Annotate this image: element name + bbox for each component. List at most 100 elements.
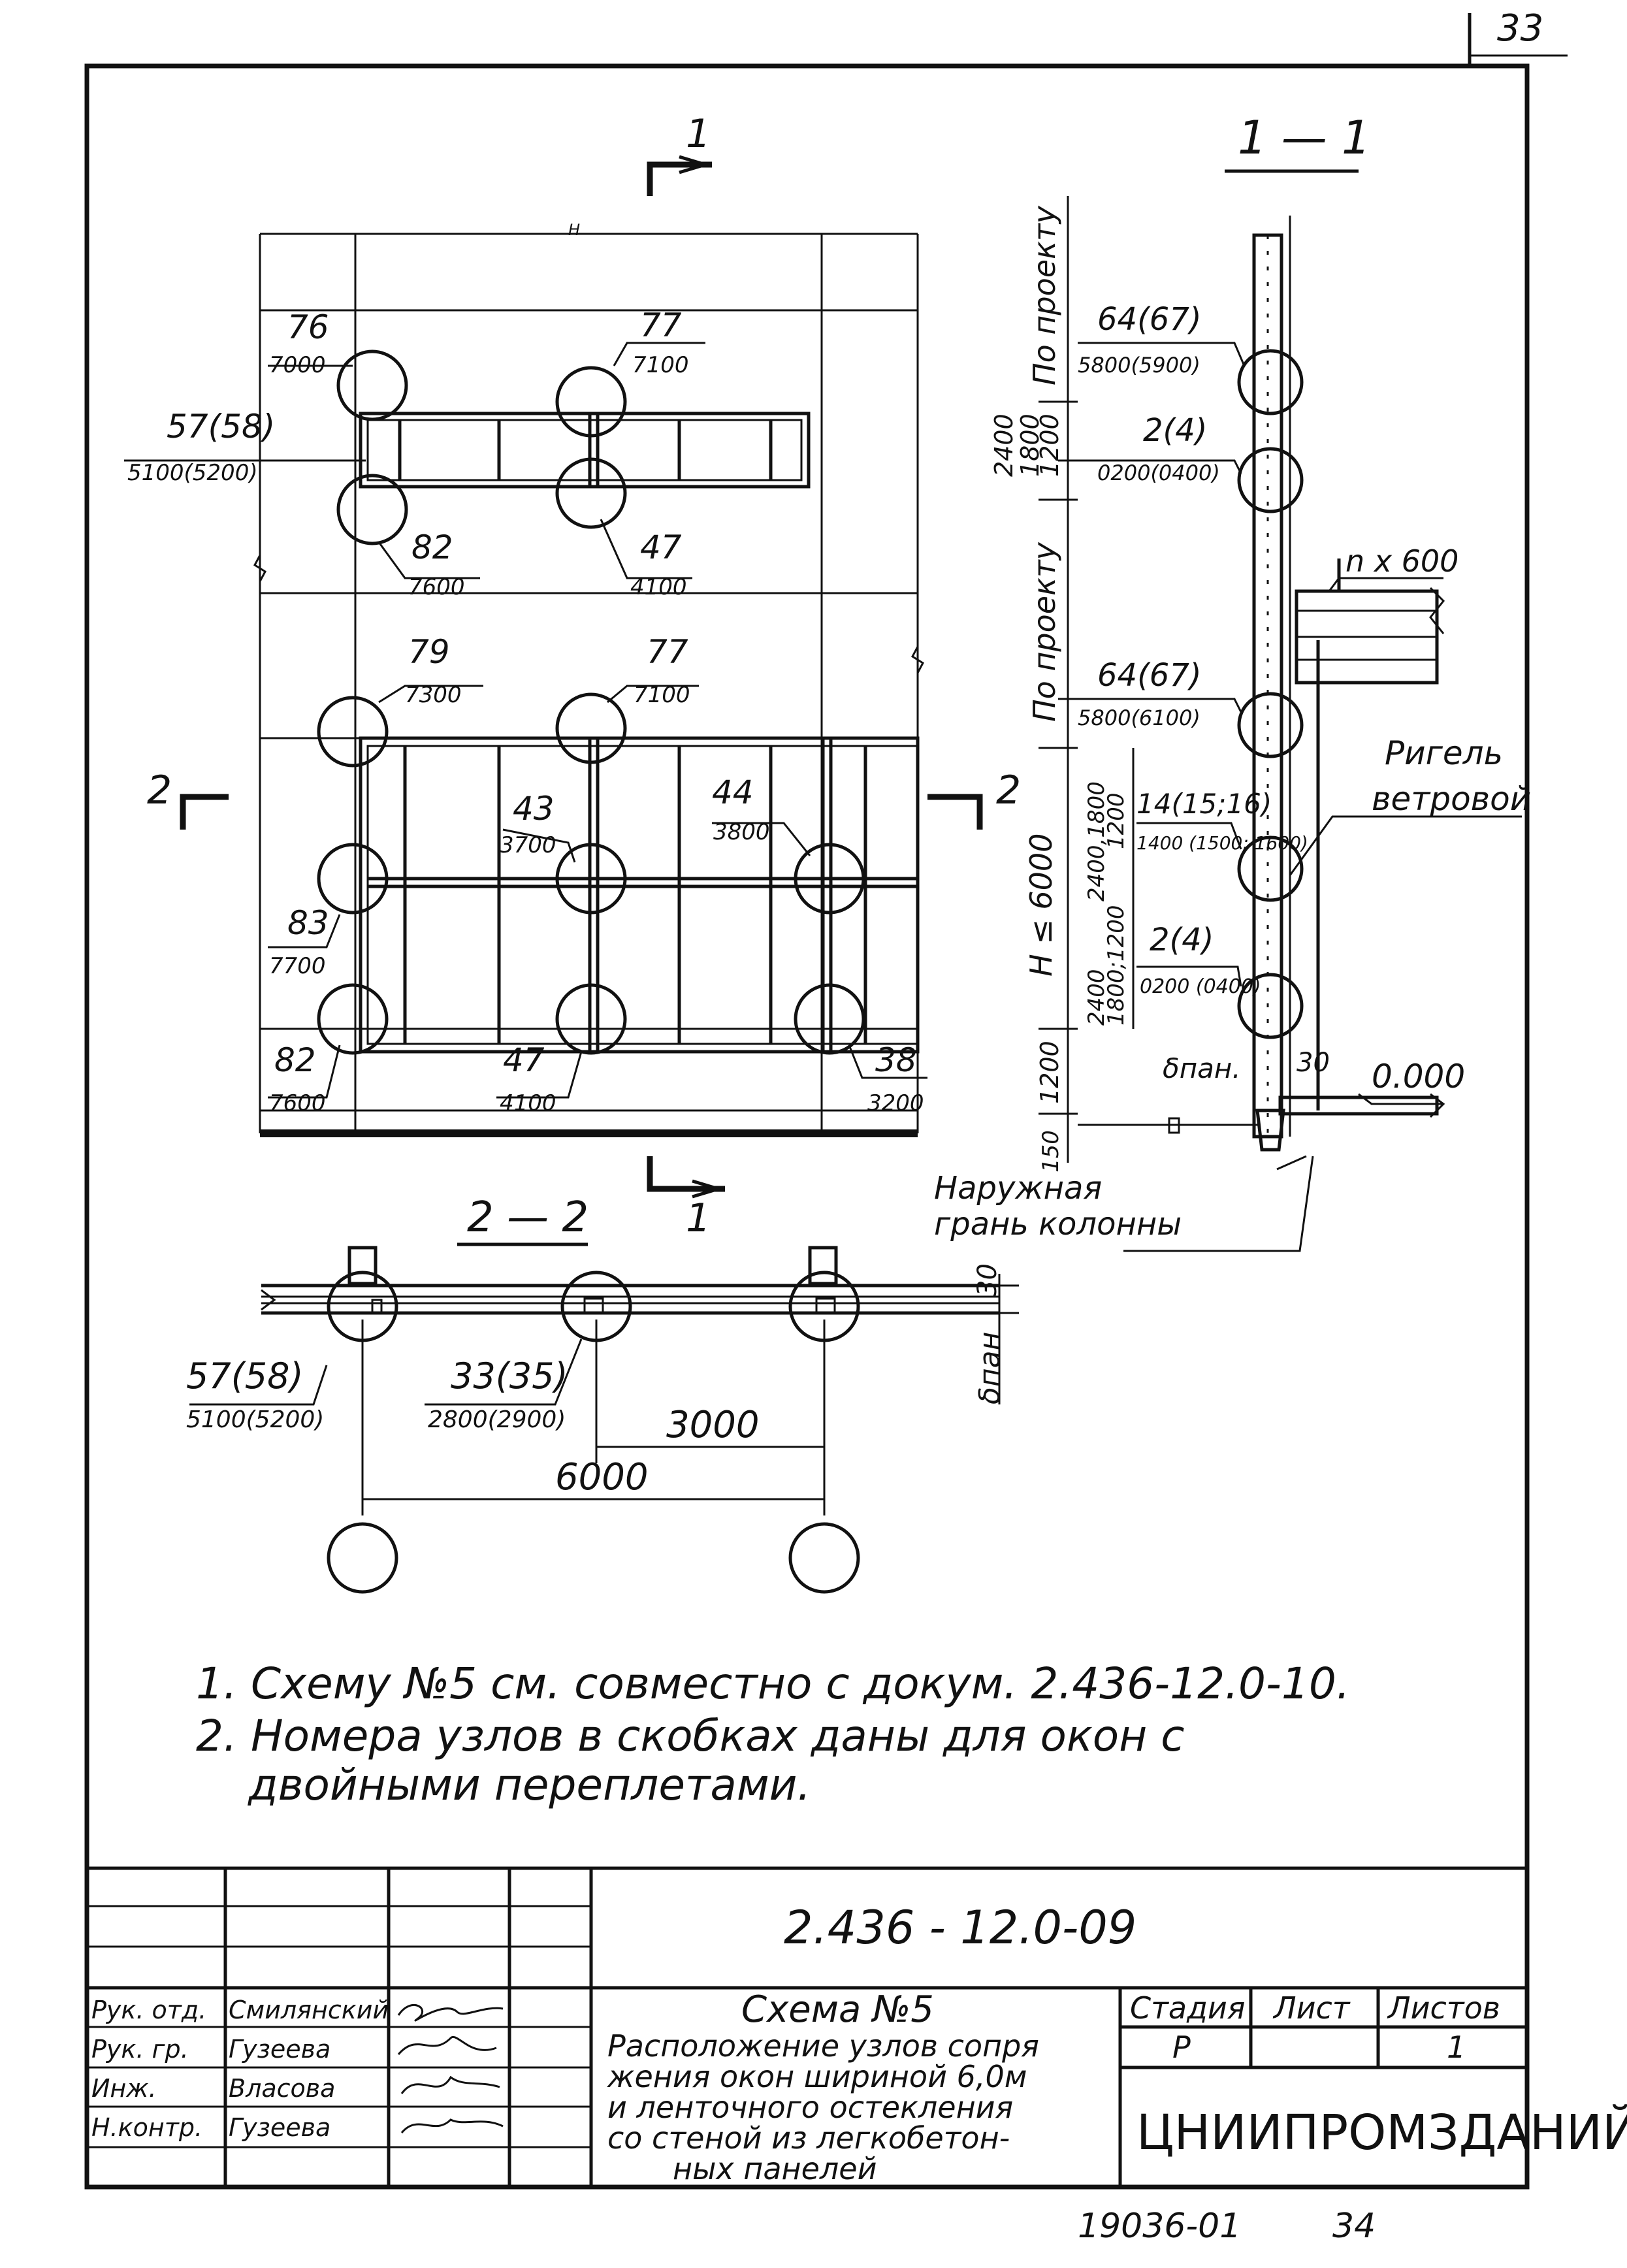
dim-30-2-2: 30 [973,1263,1003,1297]
node-code: 4100 [630,574,687,600]
section-1-1-title: 1 — 1 [1238,111,1371,165]
cut-label-1-bottom: 1 [686,1195,711,1241]
b-pan-label: δпан. [1163,1052,1241,1084]
node-code: 3800 [713,819,770,845]
dim-2400-lower: 2400 [1084,969,1110,1026]
role-label: Инж. [91,2074,157,2103]
rigel-label: Ригель [1385,734,1503,772]
dim-1200-mid: 1200 [1103,792,1129,849]
bottom-number: 34 [1332,2207,1376,2246]
dim-1800-1200-lower: 1800;1200 [1103,905,1129,1026]
role-name: Гузеева [229,2113,330,2142]
by-project-mid: По проекту [1027,542,1062,722]
node-code: 7700 [269,953,326,979]
node-code: 5100(5200) [127,460,258,486]
node-label: 2(4) [1143,412,1208,449]
description-line: со стеной из легкобетон- [607,2120,1010,2156]
node-label: 64(67) [1097,301,1202,338]
dim-30: 30 [1297,1048,1330,1078]
elevation-node-labels: 76 7000 77 7100 57(58) 5100(5200) 82 760… [127,306,924,1116]
sheet-frame [84,13,1568,2190]
stage-header: Стадия [1130,1990,1245,2026]
section-2-2-leaders [189,1338,583,1406]
node-label: 47 [640,528,682,566]
node-label: 83 [287,904,329,942]
node-label: 2(4) [1150,922,1214,958]
node-label: 38 [875,1041,917,1079]
node-code: 5100(5200) [186,1406,324,1433]
node-label: 77 [647,633,688,671]
node-label: 47 [503,1041,545,1079]
role-label: Н.контр. [91,2113,202,2142]
node-label: 76 [287,308,329,346]
stage-value: Р [1172,2030,1191,2065]
title-block-grid [87,1866,1527,2187]
dim-3000: 3000 [666,1404,760,1446]
node-code: 7600 [269,1090,326,1116]
dim-1200-bottom: 1200 [1035,1041,1064,1104]
node-code: 5800(5900) [1078,353,1200,378]
dim-2400: 2400 [990,413,1018,477]
bottom-code: 19036-01 [1078,2207,1241,2246]
facade-elevation [253,233,924,1137]
section-1-1-leaders [1058,342,1522,1252]
h-le-6000: H ≤ 6000 [1023,834,1059,977]
note-2-cont: двойными переплетами. [248,1760,811,1810]
b-pan-2-2: δпан [973,1332,1007,1404]
node-code: 7000 [269,352,326,378]
node-code: 7100 [632,352,689,378]
wind-label: ветровой [1372,780,1531,818]
note-1: 1. Схему №5 см. совместно с докум. 2.436… [196,1659,1350,1709]
elevation-node-circles [317,349,865,1055]
outer-face-label: Наружная [934,1170,1102,1207]
outer-face-label2: грань колонны [934,1206,1182,1242]
node-code: 0200 (0400) [1140,975,1261,998]
elevation-leaders [124,342,927,1099]
node-label: 82 [274,1041,316,1079]
section-2-2-title: 2 — 2 [467,1193,588,1242]
dim-6000: 6000 [555,1456,649,1498]
cut-label-2-left: 2 [147,768,172,813]
doc-code: 2.436 - 12.0-09 [784,1901,1136,1954]
node-code: 7300 [405,682,462,708]
node-label: 57(58) [167,408,275,446]
node-code: 2800(2900) [428,1406,566,1433]
role-name: Власова [229,2074,335,2103]
description-line: жения окон шириной 6,0м [607,2059,1027,2094]
node-label: 43 [513,790,555,828]
node-label: 82 [411,528,453,566]
node-code: 5800(6100) [1078,705,1200,730]
node-label: 14(15;16) [1136,788,1272,820]
node-code: 7600 [408,574,465,600]
dim-2400-1800-1200: 2400,1800 [1084,781,1110,901]
sheets-value: 1 [1447,2030,1466,2065]
section-2-2-node-circles [327,1271,860,1594]
dim-150: 150 [1038,1130,1064,1173]
elevation-top-mark: H [568,221,580,239]
node-code: 7100 [634,682,690,708]
n-x-600: n x 600 [1345,543,1458,579]
node-label: 64(67) [1097,657,1202,694]
organization: ЦНИИПРОМЗДАНИЙ [1136,2103,1627,2161]
description-line: Расположение узлов сопря [607,2028,1039,2064]
role-label: Рук. отд. [91,1996,206,2024]
cut-label-1-top: 1 [686,111,711,157]
scheme-title: Схема №5 [741,1988,934,2031]
section-2-2-labels: 57(58) 5100(5200) 33(35) 2800(2900) 3000… [186,1263,1007,1498]
by-project-top: По проекту [1027,205,1062,385]
node-label: 44 [712,773,754,811]
node-code: 3200 [867,1090,924,1116]
description-line: ных панелей [673,2151,877,2186]
signatures [397,2003,504,2133]
node-code: 1400 (1500; 1600) [1136,832,1308,854]
cut-label-2-right: 2 [996,768,1021,813]
note-2: 2. Номера узлов в скобках даны для окон … [196,1711,1185,1761]
section-1-1-node-circles [1237,349,1304,1039]
description-line: и ленточного остекления [607,2090,1013,2125]
role-name: Смилянский [229,1996,389,2024]
node-code: 0200(0400) [1097,461,1220,485]
role-name: Гузеева [229,2035,330,2064]
title-block-text: 2.436 - 12.0-09 Схема №5 Расположение уз… [91,1901,1627,2186]
node-label: 77 [640,306,682,344]
